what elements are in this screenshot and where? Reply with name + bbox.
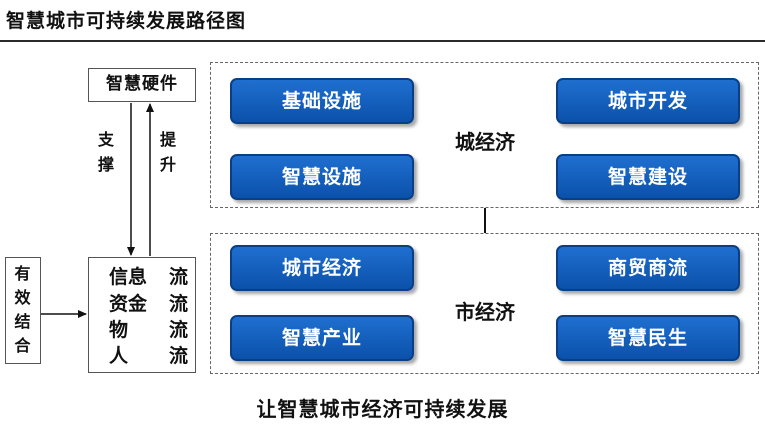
- node-smart-construction: 智慧建设: [556, 154, 740, 200]
- market-economy-label: 市经济: [455, 300, 515, 324]
- combine-char-1: 有: [14, 264, 31, 283]
- node-smart-livelihood: 智慧民生: [556, 315, 740, 361]
- effective-combination-box: 有 效 结 合: [5, 257, 41, 364]
- flow-people-suffix: 流: [169, 345, 189, 367]
- support-label-1: 支: [98, 130, 115, 149]
- flow-people-label: 人: [109, 345, 129, 367]
- node-urban-economy: 城市经济: [230, 245, 414, 291]
- title-divider: [0, 40, 765, 42]
- combine-char-2: 效: [14, 288, 31, 307]
- diagram-title: 智慧城市可持续发展路径图: [6, 10, 247, 32]
- node-infrastructure: 基础设施: [230, 78, 414, 124]
- support-label-2: 撑: [98, 155, 115, 174]
- diagram-caption: 让智慧城市经济可持续发展: [256, 397, 509, 421]
- node-smart-industry: 智慧产业: [230, 315, 414, 361]
- flow-goods-label: 物: [109, 319, 129, 341]
- flows-box: 信息 流 资金 流 物 流 人 流: [88, 257, 196, 373]
- node-trade-commerce: 商贸商流: [556, 245, 740, 291]
- smart-hardware-box: 智慧硬件: [88, 68, 196, 102]
- city-economy-label: 城经济: [455, 130, 515, 154]
- flow-info-suffix: 流: [169, 266, 189, 288]
- node-smart-facilities: 智慧设施: [230, 154, 414, 200]
- flow-capital-suffix: 流: [169, 293, 189, 315]
- upgrade-label-1: 提: [160, 130, 177, 149]
- flow-capital-label: 资金: [109, 293, 148, 315]
- upgrade-label-2: 升: [160, 155, 177, 174]
- combine-char-4: 合: [14, 336, 31, 355]
- flow-info-label: 信息: [109, 266, 148, 288]
- node-city-development: 城市开发: [556, 78, 740, 124]
- combine-char-3: 结: [14, 312, 31, 331]
- flow-goods-suffix: 流: [169, 319, 189, 341]
